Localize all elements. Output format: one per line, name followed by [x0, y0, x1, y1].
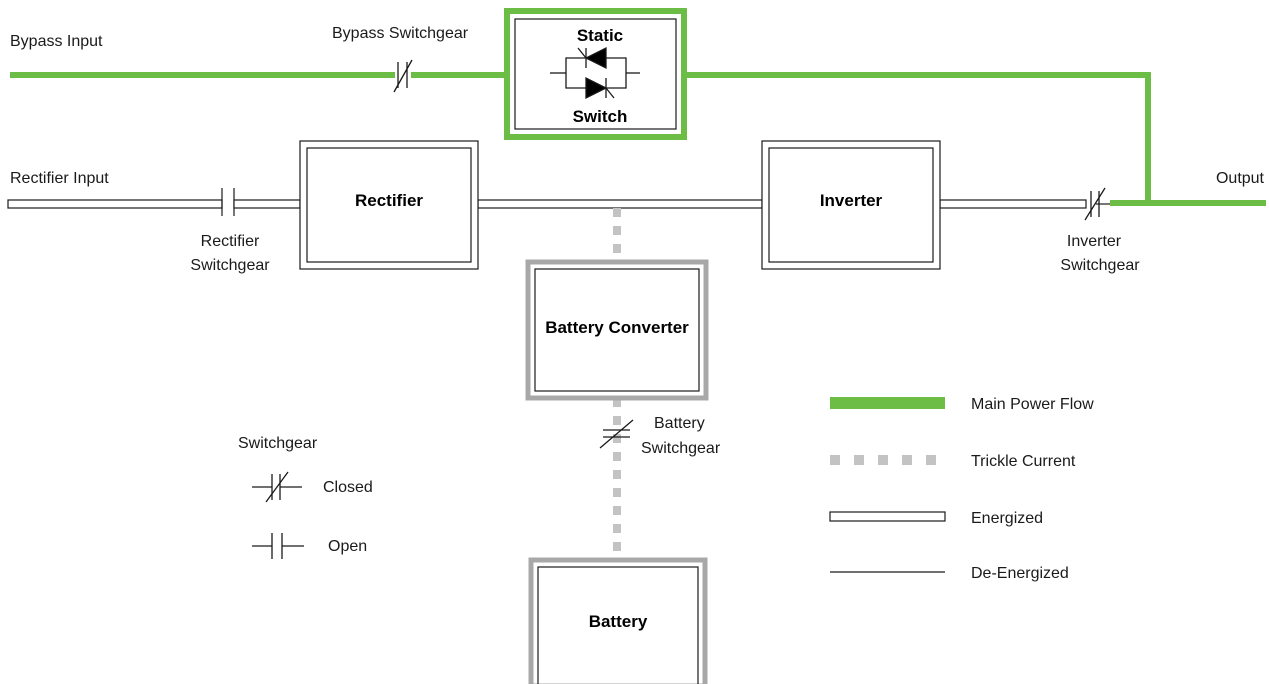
- rectifier-block: Rectifier: [299, 140, 479, 270]
- static-switch-label-bottom: Switch: [573, 107, 628, 126]
- inverter-output-line: [939, 199, 1087, 209]
- switchgear-legend-title: Switchgear: [238, 435, 318, 452]
- rectifier-switchgear-label-line1: Rectifier: [201, 233, 260, 250]
- inverter-switchgear-label-line1: Inverter: [1067, 233, 1122, 250]
- static-switch-block: Static Switch: [504, 8, 687, 140]
- rectifier-input-line: [7, 199, 223, 209]
- bypass-switchgear-symbol: [393, 59, 413, 93]
- bypass-power-path: [10, 72, 1266, 206]
- battery-label: Battery: [589, 612, 648, 631]
- thyristor-icon: [550, 46, 640, 100]
- dc-bus-line: [477, 199, 763, 209]
- bypass-switchgear-label: Bypass Switchgear: [332, 25, 469, 42]
- inverter-switchgear-label-line2: Switchgear: [1060, 257, 1140, 274]
- trickle-current-label: Trickle Current: [971, 453, 1076, 470]
- battery-switchgear-symbol: [599, 419, 634, 449]
- flow-legend: Main Power Flow Trickle Current Energize…: [829, 396, 1094, 582]
- inverter-switchgear-symbol: [1084, 187, 1106, 221]
- main-power-flow-label: Main Power Flow: [971, 396, 1094, 413]
- battery-switchgear-label-line2: Switchgear: [641, 440, 721, 457]
- energized-swatch: [829, 511, 946, 522]
- rectifier-switchgear-label-line2: Switchgear: [190, 257, 270, 274]
- battery-switchgear-label-line1: Battery: [654, 415, 705, 432]
- de-energized-label: De-Energized: [971, 565, 1069, 582]
- battery-converter-block: Battery Converter: [525, 259, 709, 401]
- battery-block: Battery: [528, 557, 708, 684]
- output-label: Output: [1216, 170, 1265, 187]
- closed-legend-label: Closed: [323, 479, 373, 496]
- switchgear-legend: Switchgear Closed Open: [238, 435, 373, 559]
- energized-label: Energized: [971, 510, 1043, 527]
- closed-switch-icon: [252, 471, 302, 503]
- rectifier-label: Rectifier: [355, 191, 423, 210]
- open-legend-label: Open: [328, 538, 367, 555]
- static-switch-label-top: Static: [577, 26, 623, 45]
- bypass-input-label: Bypass Input: [10, 33, 103, 50]
- battery-converter-label: Battery Converter: [545, 318, 689, 337]
- open-switch-icon: [252, 533, 304, 559]
- rectifier-input-path: [7, 188, 301, 216]
- inverter-block: Inverter: [761, 140, 941, 270]
- rectifier-input-label: Rectifier Input: [10, 170, 109, 187]
- inverter-label: Inverter: [820, 191, 883, 210]
